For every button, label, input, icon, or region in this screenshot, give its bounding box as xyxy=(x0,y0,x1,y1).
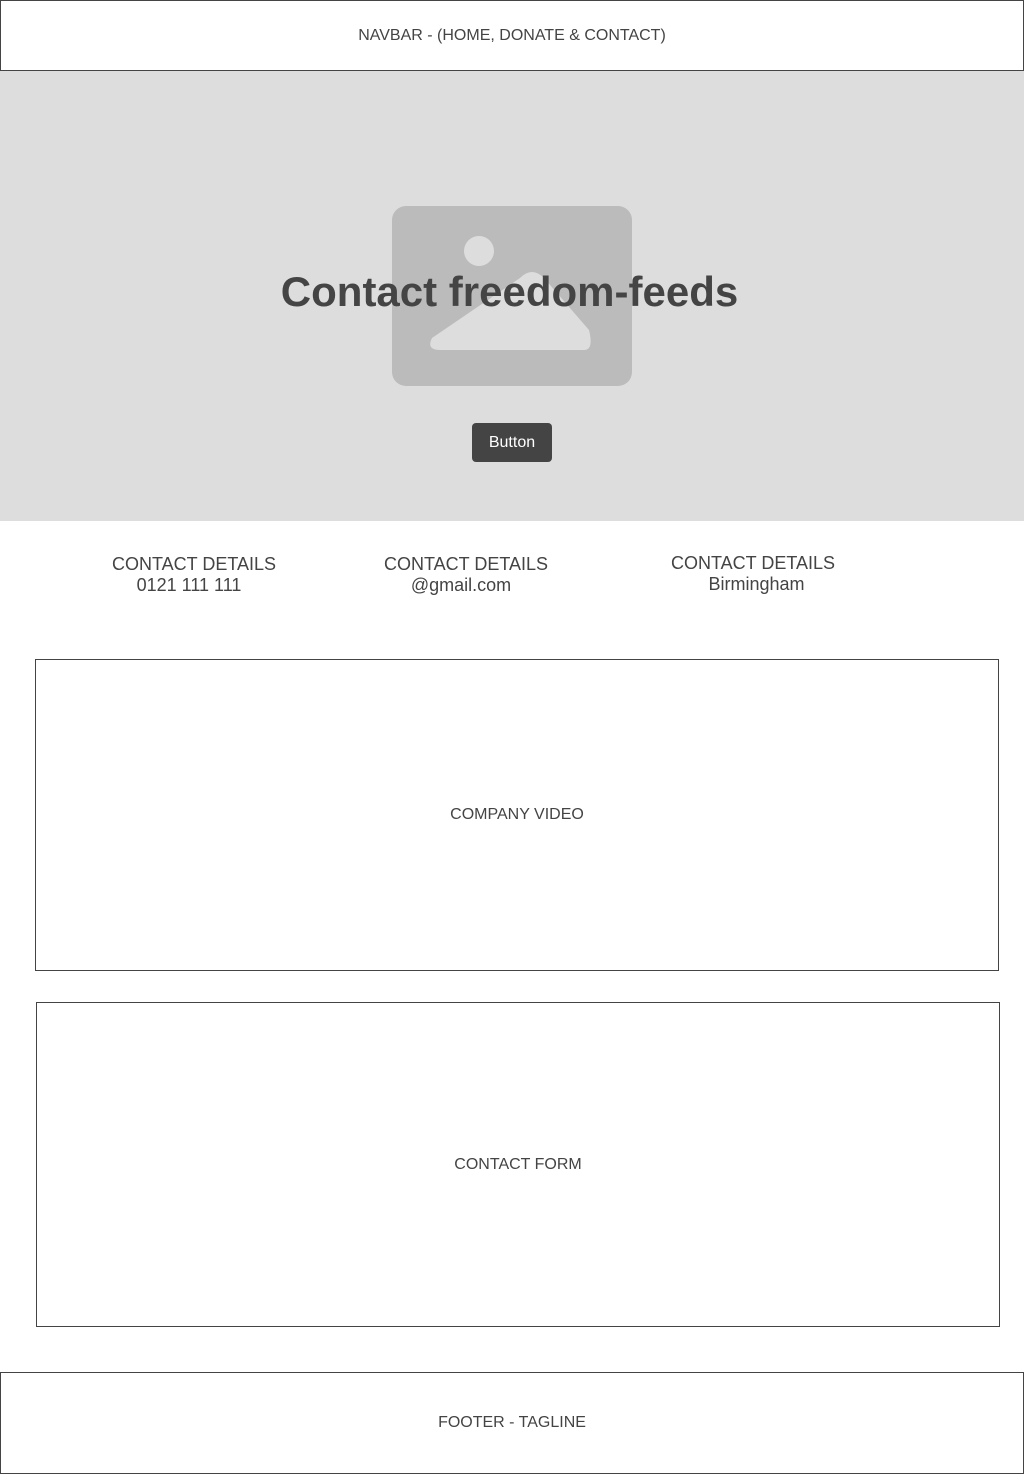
contact-details-title: CONTACT DETAILS xyxy=(670,553,836,573)
contact-location-value: Birmingham xyxy=(708,574,805,594)
footer: FOOTER - TAGLINE xyxy=(0,1372,1024,1474)
contact-details-title: CONTACT DETAILS xyxy=(383,554,549,574)
company-video-label: COMPANY VIDEO xyxy=(450,806,584,823)
company-video-placeholder[interactable]: COMPANY VIDEO xyxy=(35,659,999,971)
hero-section: Contact freedom-feeds Button xyxy=(0,71,1024,521)
hero-button[interactable]: Button xyxy=(472,423,552,462)
contact-details-email: CONTACT DETAILS @gmail.com xyxy=(366,554,566,596)
contact-email-value: @gmail.com xyxy=(410,575,512,595)
page-title: Contact freedom-feeds xyxy=(280,268,739,315)
contact-details-title: CONTACT DETAILS xyxy=(111,554,277,574)
footer-tagline: FOOTER - TAGLINE xyxy=(438,1414,586,1431)
contact-details-location: CONTACT DETAILS Birmingham xyxy=(653,553,853,595)
contact-details-phone: CONTACT DETAILS 0121 111 111 xyxy=(94,554,294,596)
contact-phone-value: 0121 111 111 xyxy=(136,575,242,595)
navbar-label: NAVBAR - (HOME, DONATE & CONTACT) xyxy=(358,26,666,44)
image-placeholder-icon xyxy=(392,206,632,386)
contact-form-placeholder[interactable]: CONTACT FORM xyxy=(36,1002,1000,1327)
contact-form-label: CONTACT FORM xyxy=(454,1155,582,1173)
navbar[interactable]: NAVBAR - (HOME, DONATE & CONTACT) xyxy=(0,0,1024,71)
